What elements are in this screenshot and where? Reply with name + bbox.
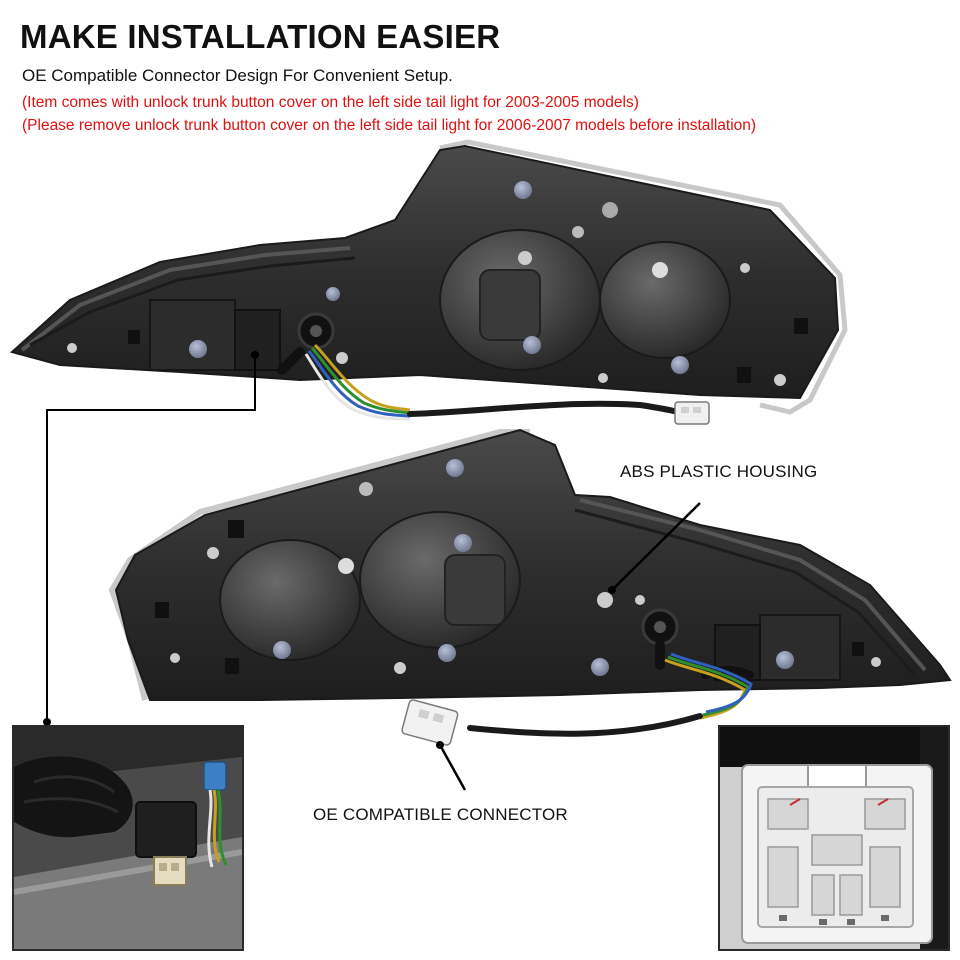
note-2003-2005: (Item comes with unlock trunk button cov…: [22, 94, 639, 111]
callout-lines: [43, 351, 701, 791]
installation-inset-photo: [12, 725, 244, 951]
note-2006-2007: (Please remove unlock trunk button cover…: [22, 117, 757, 134]
abs-plastic-housing-label: ABS PLASTIC HOUSING: [620, 462, 818, 481]
right-tail-light: [108, 428, 952, 701]
oe-connector-closeup-illustration: [720, 727, 948, 949]
page-title: MAKE INSTALLATION EASIER: [20, 18, 501, 55]
left-tail-light: [9, 139, 848, 415]
connector-closeup-photo: [718, 725, 950, 951]
oe-compatible-connector-label: OE COMPATIBLE CONNECTOR: [313, 805, 568, 824]
page-subtitle: OE Compatible Connector Design For Conve…: [22, 66, 453, 85]
left-wiring-harness: [277, 343, 710, 425]
gloved-hand-illustration: [14, 727, 242, 949]
right-wiring-harness: [401, 640, 754, 746]
